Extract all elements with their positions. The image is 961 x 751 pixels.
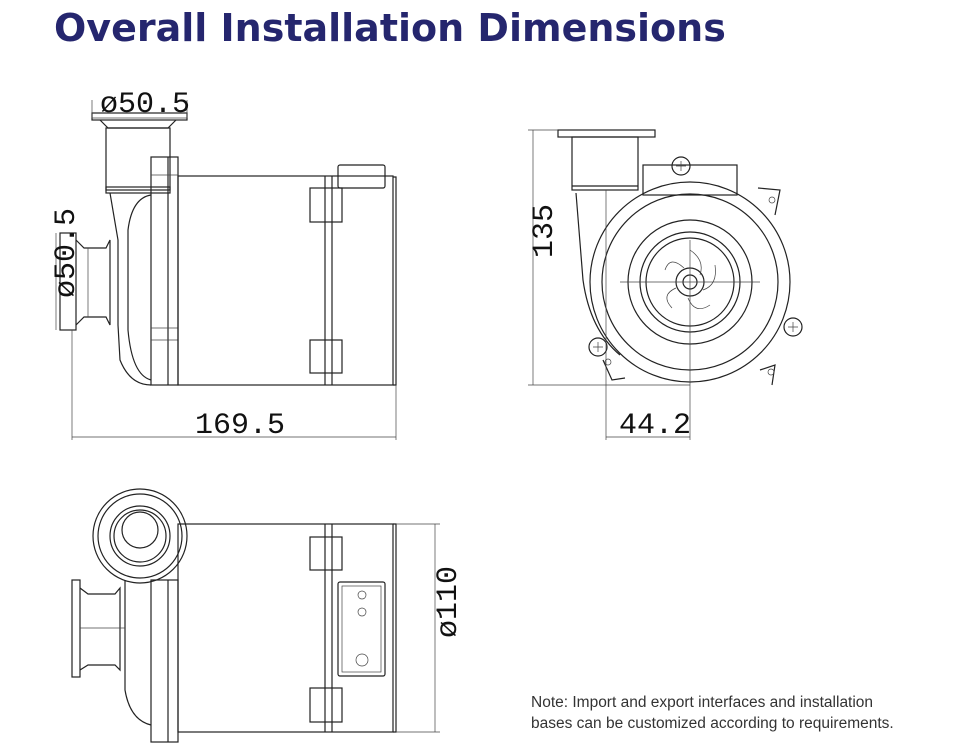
inlet-diameter-label: ø50.5 xyxy=(50,208,84,298)
side-view: ø50.5 ø50.5 169.5 xyxy=(50,88,397,443)
outlet-offset-label: 44.2 xyxy=(619,409,691,443)
page-title: Overall Installation Dimensions xyxy=(54,6,726,50)
body-diameter-label: ø110 xyxy=(432,566,466,638)
height-label: 135 xyxy=(528,204,562,258)
note-line-2: bases can be customized according to req… xyxy=(531,715,894,732)
note-line-1: Note: Import and export interfaces and i… xyxy=(531,694,874,711)
front-view: 135 44.2 xyxy=(528,129,803,443)
outlet-diameter-label: ø50.5 xyxy=(100,88,190,122)
overall-length-label: 169.5 xyxy=(195,409,285,443)
note: Note: Import and export interfaces and i… xyxy=(531,692,894,734)
top-view: ø110 xyxy=(71,488,466,743)
